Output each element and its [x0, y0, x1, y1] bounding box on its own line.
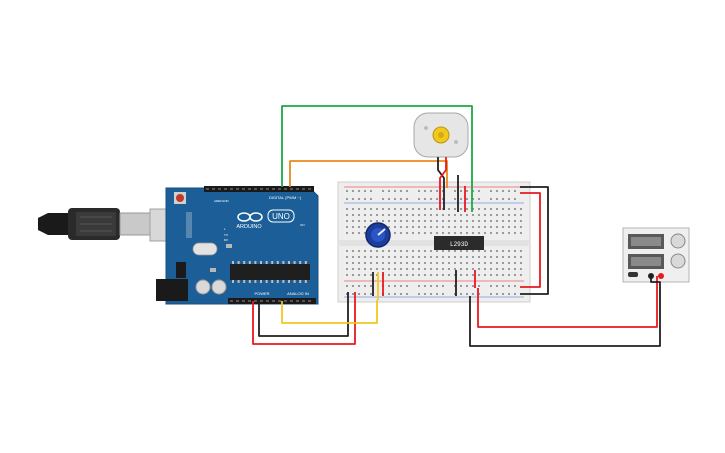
reset-button[interactable] — [174, 192, 186, 204]
dc-power-supply[interactable] — [622, 227, 690, 283]
chip-label: L293D — [450, 241, 468, 248]
positive-terminal[interactable] — [658, 273, 664, 279]
power-switch[interactable] — [628, 272, 638, 277]
voltage-knob[interactable] — [670, 233, 686, 249]
l-label: L — [224, 227, 226, 231]
capacitor — [211, 279, 227, 295]
gnd-label: GND — [222, 199, 230, 203]
l293d-driver-chip[interactable]: L293D — [434, 236, 484, 250]
tx-label: TX — [224, 233, 228, 237]
wire-motor-black[interactable] — [437, 157, 445, 210]
rx-label: RX — [224, 238, 228, 242]
potentiometer[interactable] — [365, 222, 391, 248]
crystal — [192, 242, 218, 256]
power-label: POWER — [254, 291, 269, 296]
wire-rail-red-top[interactable] — [520, 192, 541, 288]
wires — [252, 105, 661, 347]
model-text: UNO — [272, 212, 290, 221]
wire-supply-red[interactable] — [477, 276, 658, 328]
wire-supply-black[interactable] — [469, 276, 661, 347]
aref-label: AREF — [214, 199, 222, 203]
wire-motor-red[interactable] — [439, 157, 447, 210]
analog-label: ANALOG IN — [287, 291, 309, 296]
logo-text: ARDUINO — [236, 224, 262, 230]
capacitor — [195, 279, 211, 295]
wire-gnd-black[interactable] — [258, 292, 349, 337]
dc-motor[interactable] — [413, 112, 469, 158]
atmega-chip — [230, 261, 310, 283]
digital-label: DIGITAL (PWM ~) — [269, 195, 302, 200]
wire-a0-yellow[interactable] — [281, 300, 378, 324]
on-label: ON — [300, 223, 305, 227]
power-jack — [156, 279, 188, 301]
usb-cable[interactable] — [38, 208, 187, 242]
power-analog-header[interactable] — [228, 298, 316, 304]
wire-rail-black-top[interactable] — [520, 186, 549, 295]
uno-badge: UNO — [267, 209, 295, 223]
digital-header[interactable] — [204, 186, 314, 192]
arduino-uno-board[interactable]: ARDUINO UNO DIGITAL (PWM ~) POWER ANALOG… — [156, 186, 319, 305]
wire-5v-red[interactable] — [252, 292, 356, 345]
wire-green[interactable] — [281, 105, 473, 187]
arduino-logo: ARDUINO — [236, 212, 263, 230]
wire-orange[interactable] — [289, 160, 448, 188]
current-knob[interactable] — [670, 253, 686, 269]
